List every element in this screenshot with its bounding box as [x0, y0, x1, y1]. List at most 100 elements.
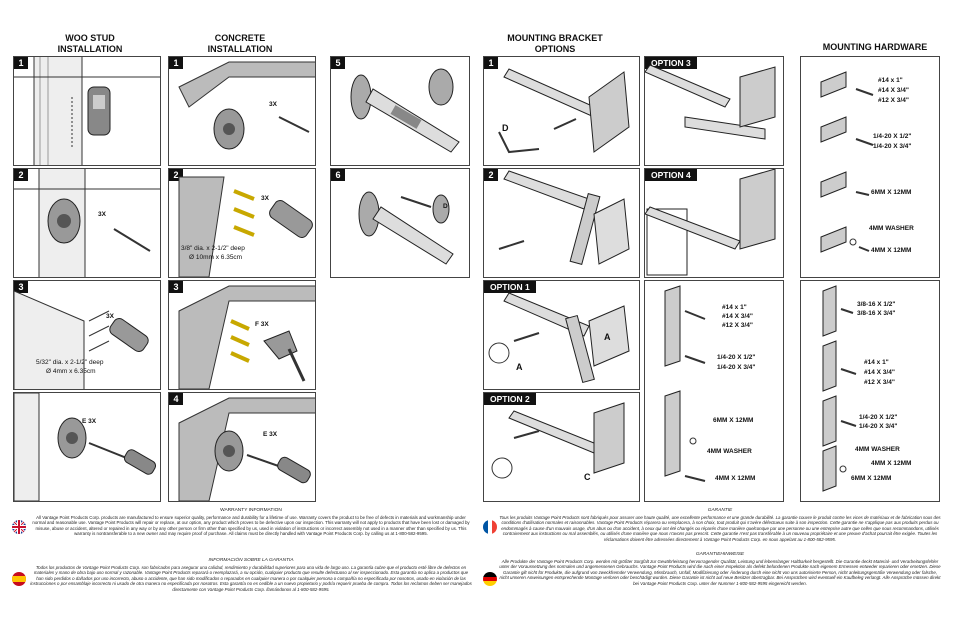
option-label: OPTION 4	[645, 169, 697, 181]
qty-label: 3X	[261, 195, 269, 202]
wood-step-4: 4 E 3X	[13, 392, 161, 502]
hardware-top: #14 x 1" #14 X 3/4" #12 X 3/4" 1/4-20 X …	[800, 56, 940, 278]
spain-flag-icon	[12, 572, 26, 586]
part-letter: C	[584, 472, 591, 482]
hardware-brackets-illustration	[820, 71, 874, 253]
drill-size-metric: Ø 10mm x 6.35cm	[189, 254, 243, 261]
france-flag-icon	[483, 520, 497, 534]
drill-anchor-holes-illustration	[178, 176, 313, 277]
fasten-plate-illustration	[14, 393, 157, 501]
warranty-title: INFORMACIÓN SOBRE LA GARANTIA	[208, 558, 294, 563]
option-3-hardware: #14 x 1" #14 X 3/4" #12 X 3/4" 1/4-20 X …	[644, 280, 784, 502]
attach-arm-illustration	[350, 68, 460, 153]
hw-spec: 6MM X 12MM	[851, 475, 892, 482]
header-bracket-options: MOUNTING BRACKET OPTIONS	[507, 33, 603, 54]
fasten-plate-concrete-illustration	[178, 397, 315, 501]
hw-spec: 1/4-20 X 1/2"	[859, 414, 898, 421]
wood-stud-illustration	[14, 57, 160, 165]
option-4: OPTION 4	[644, 168, 784, 278]
warranty-french: GARANTIE Tous les produits Vantage Point…	[498, 508, 942, 543]
hw-spec: #14 X 3/4"	[722, 313, 753, 320]
hw-spec: 4MM WASHER	[855, 446, 900, 453]
hw-spec: 4MM WASHER	[707, 448, 752, 455]
hw-spec: #12 X 3/4"	[878, 97, 909, 104]
hw-spec: #14 X 3/4"	[864, 369, 895, 376]
wood-step-3: 3 3X 5/32" dia. x 2-1/2" deep Ø 4mm x 6.…	[13, 280, 161, 390]
hw-spec: 4MM X 12MM	[871, 460, 912, 467]
wall-plate-on-stud-illustration	[14, 169, 160, 277]
step-number: 6	[331, 169, 345, 181]
option-label: OPTION 1	[484, 281, 536, 293]
step-number: 4	[169, 393, 183, 405]
drill-size-metric: Ø 4mm x 6.35cm	[46, 368, 96, 375]
warranty-body: Alle Produkte der Vantage Point Products…	[499, 558, 941, 586]
option-hardware-illustration	[664, 285, 706, 482]
hw-spec: 1/4-20 X 1/2"	[717, 354, 756, 361]
screw-label: E 3X	[263, 431, 278, 438]
hw-spec: 1/4-20 X 3/4"	[859, 423, 898, 430]
step-number: 3	[14, 281, 28, 293]
part-letter: D	[502, 123, 509, 133]
concrete-wall-illustration	[178, 61, 315, 150]
warranty-spanish: INFORMACIÓN SOBRE LA GARANTIA Todos los …	[30, 558, 472, 593]
option-label: OPTION 2	[484, 393, 536, 405]
bracket-step-1: 1 D	[483, 56, 640, 166]
warranty-body: All Vantage Point Products Corp. product…	[32, 514, 470, 537]
option-3: OPTION 3	[644, 56, 784, 166]
header-concrete: CONCRETE INSTALLATION	[207, 33, 273, 54]
insert-anchors-illustration	[178, 285, 315, 389]
anchor-label: F 3X	[255, 321, 269, 328]
bracket-step-2: 2	[483, 168, 640, 278]
hw-spec: 1/4-20 X 1/2"	[873, 133, 912, 140]
option-1: OPTION 1 A A	[483, 280, 640, 390]
hw-spec: 4MM WASHER	[869, 225, 914, 232]
warranty-title: GARANTIEHINWEISE	[695, 552, 745, 557]
option-2: OPTION 2 C	[483, 392, 640, 502]
hw-spec: #14 x 1"	[722, 304, 747, 311]
option-3-illustration	[645, 64, 776, 140]
hw-spec: 6MM X 12MM	[713, 417, 754, 424]
option-2-illustration	[491, 402, 625, 479]
hw-spec: 1/4-20 X 3/4"	[873, 143, 912, 150]
hw-spec: #14 X 3/4"	[878, 87, 909, 94]
attach-bracket-illustration	[358, 191, 454, 265]
step-number: 2	[484, 169, 498, 181]
step-number: 2	[14, 169, 28, 181]
hw-spec: 4MM X 12MM	[715, 475, 756, 482]
qty-label: 3X	[269, 101, 277, 108]
concrete-step-3: 3 F 3X	[168, 280, 316, 390]
step-number: 1	[484, 57, 498, 69]
uk-flag-icon	[12, 520, 26, 534]
qty-label: 3X	[98, 211, 106, 218]
warranty-title: WARRANTY INFORMATION	[220, 508, 282, 513]
concrete-step-2: 2 3X 3/8" dia. x 2-1/2" deep Ø 10mm x 6.…	[168, 168, 316, 278]
option-4-illustration	[645, 169, 776, 276]
drill-size-note: 3/8" dia. x 2-1/2" deep	[181, 245, 245, 252]
germany-flag-icon	[483, 572, 497, 586]
warranty-german: GARANTIEHINWEISE Alle Produkte der Vanta…	[498, 552, 942, 587]
drill-pilot-holes-illustration	[14, 290, 149, 389]
step-6: 6 D	[330, 168, 470, 278]
option-1-illustration	[488, 292, 630, 384]
hw-spec: #14 x 1"	[878, 77, 903, 84]
hw-spec: #12 X 3/4"	[864, 379, 895, 386]
step-number: 5	[331, 57, 345, 69]
hw-spec: #12 X 3/4"	[722, 322, 753, 329]
hw-spec: 6MM X 12MM	[871, 189, 912, 196]
option-label: OPTION 3	[645, 57, 697, 69]
wood-step-1: 1	[13, 56, 161, 166]
hardware-plates-illustration	[822, 285, 857, 492]
qty-label: 3X	[106, 313, 114, 320]
hw-spec: 3/8-16 X 1/2"	[857, 301, 896, 308]
warranty-english: WARRANTY INFORMATION All Vantage Point P…	[30, 508, 472, 537]
warranty-title: GARANTIE	[707, 508, 733, 513]
hw-spec: #14 x 1"	[864, 359, 889, 366]
warranty-body: Tous les produits Vantage Point Products…	[499, 514, 941, 542]
hw-spec: 4MM X 12MM	[871, 247, 912, 254]
remove-bracket-illustration	[498, 68, 630, 154]
header-mounting-hardware: MOUNTING HARDWARE	[822, 42, 928, 52]
step-number: 3	[169, 281, 183, 293]
part-letter: A	[604, 332, 611, 342]
drill-size-note: 5/32" dia. x 2-1/2" deep	[36, 359, 104, 366]
warranty-body: Todos los productos de Vantage Point Pro…	[30, 564, 472, 592]
